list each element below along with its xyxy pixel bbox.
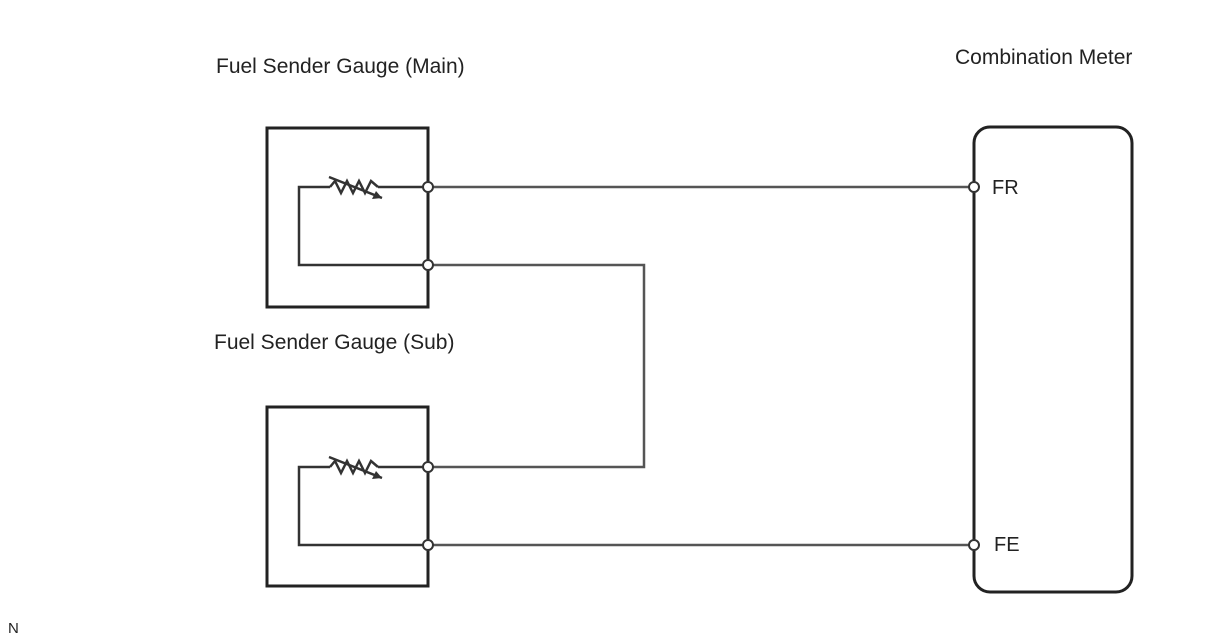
sub-gauge-label: Fuel Sender Gauge (Sub) (214, 331, 455, 354)
main-gauge-box (265, 126, 430, 309)
pin-fe-label: FE (994, 534, 1020, 556)
wire-main-to-sub (428, 263, 646, 469)
combination-meter-label: Combination Meter (955, 46, 1133, 69)
terminal-sub-lower (422, 539, 434, 551)
sub-gauge-inner-loop (297, 465, 428, 547)
main-gauge-label: Fuel Sender Gauge (Main) (216, 55, 465, 78)
main-gauge-inner-loop (297, 185, 428, 267)
corner-mark: N (8, 620, 19, 637)
pin-fr-label: FR (992, 177, 1019, 199)
sub-gauge-variable-resistor-icon (328, 455, 383, 480)
terminal-fe (968, 539, 980, 551)
terminal-main-upper (422, 181, 434, 193)
main-gauge-variable-resistor-icon (328, 175, 383, 200)
terminal-sub-upper (422, 461, 434, 473)
combination-meter-box (972, 125, 1134, 594)
terminal-fr (968, 181, 980, 193)
sub-gauge-box (265, 405, 430, 588)
terminal-main-lower (422, 259, 434, 271)
